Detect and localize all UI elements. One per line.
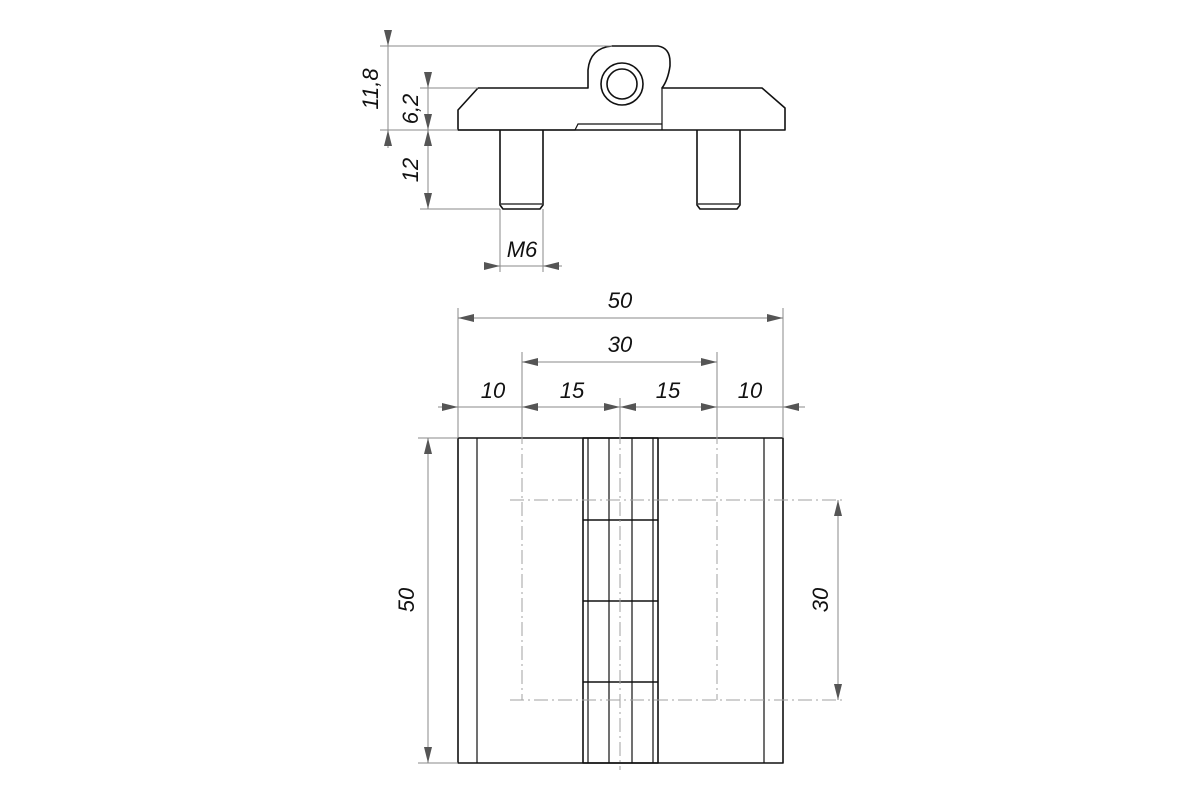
stud-left [499, 130, 544, 210]
knuckle-bore-outer [600, 62, 644, 106]
side-dimensions [380, 30, 612, 272]
side-view: 11,8 6,2 12 M6 [358, 30, 786, 272]
top-dimensions [418, 308, 842, 764]
dim-height-total: 11,8 [358, 68, 383, 110]
dim-half-left: 15 [560, 378, 585, 403]
center-lines [510, 430, 845, 770]
dim-hole-spacing-vertical: 30 [808, 587, 833, 612]
hinge-leaf-step [458, 88, 663, 131]
dim-offset-right: 10 [738, 378, 763, 403]
dim-plate-thickness: 6,2 [398, 94, 423, 125]
knuckle-bore-inner [606, 68, 638, 100]
top-view: 50 30 10 15 15 10 50 30 [394, 288, 845, 770]
dim-overall-width: 50 [608, 288, 633, 313]
dim-overall-height: 50 [394, 587, 419, 612]
stud-right [696, 130, 741, 210]
hinge-side-profile [457, 45, 786, 131]
dim-offset-left: 10 [481, 378, 506, 403]
dim-thread: M6 [507, 237, 538, 262]
dim-stud-length: 12 [398, 158, 423, 182]
dim-half-right: 15 [656, 378, 681, 403]
dim-hole-spacing: 30 [608, 332, 633, 357]
